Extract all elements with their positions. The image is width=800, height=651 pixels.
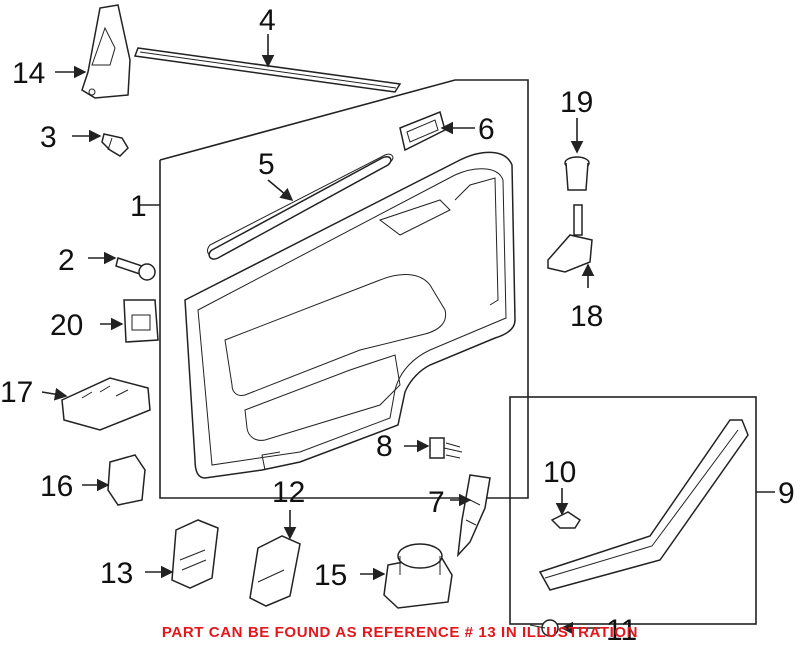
switch-part-20 <box>123 299 159 343</box>
callout-10: 10 <box>543 456 576 489</box>
callout-15: 15 <box>314 559 347 592</box>
callout-8: 8 <box>376 430 393 463</box>
callout-9: 9 <box>778 477 795 510</box>
reference-note: PART CAN BE FOUND AS REFERENCE # 13 IN I… <box>161 624 639 641</box>
window-switch-part-17 <box>61 377 151 431</box>
callout-5: 5 <box>258 148 275 181</box>
bracket-part-7 <box>456 474 491 558</box>
callout-12: 12 <box>272 476 305 509</box>
retainer-part-19 <box>564 156 590 191</box>
callout-7: 7 <box>428 486 445 519</box>
callout-16: 16 <box>40 470 73 503</box>
callout-4: 4 <box>259 4 276 37</box>
screw-part-8 <box>429 437 463 459</box>
sill-trim-box <box>509 396 775 625</box>
pin-part-18 <box>547 204 593 273</box>
sill-trim-part-9 <box>538 419 749 591</box>
callout-18: 18 <box>570 300 603 333</box>
knob-part-15 <box>383 543 453 609</box>
screw-part-11 <box>529 619 559 637</box>
callout-6: 6 <box>478 113 495 146</box>
callout-17: 17 <box>0 376 33 409</box>
clip-part-3 <box>101 133 129 157</box>
clip-part-10 <box>550 511 582 529</box>
switch-part-13 <box>171 519 219 589</box>
bolt-part-2 <box>115 257 156 281</box>
callout-11: 11 <box>606 614 637 647</box>
callout-1: 1 <box>130 190 147 223</box>
leader-arrows <box>41 34 600 635</box>
callout-20: 20 <box>50 309 83 342</box>
weatherstrip-part-4 <box>133 47 402 93</box>
trim-strip-part-5 <box>208 155 392 260</box>
callout-14: 14 <box>12 57 45 90</box>
callout-13: 13 <box>100 557 133 590</box>
mirror-trim-part-14 <box>81 4 131 99</box>
callout-3: 3 <box>40 121 57 154</box>
switch-part-12 <box>249 535 301 607</box>
switch-part-16 <box>107 454 146 506</box>
callout-19: 19 <box>560 86 593 119</box>
handle-trim-part-6 <box>399 110 446 152</box>
door-panel-frame <box>140 79 529 499</box>
callout-2: 2 <box>58 244 75 277</box>
door-trim-panel <box>184 151 516 479</box>
